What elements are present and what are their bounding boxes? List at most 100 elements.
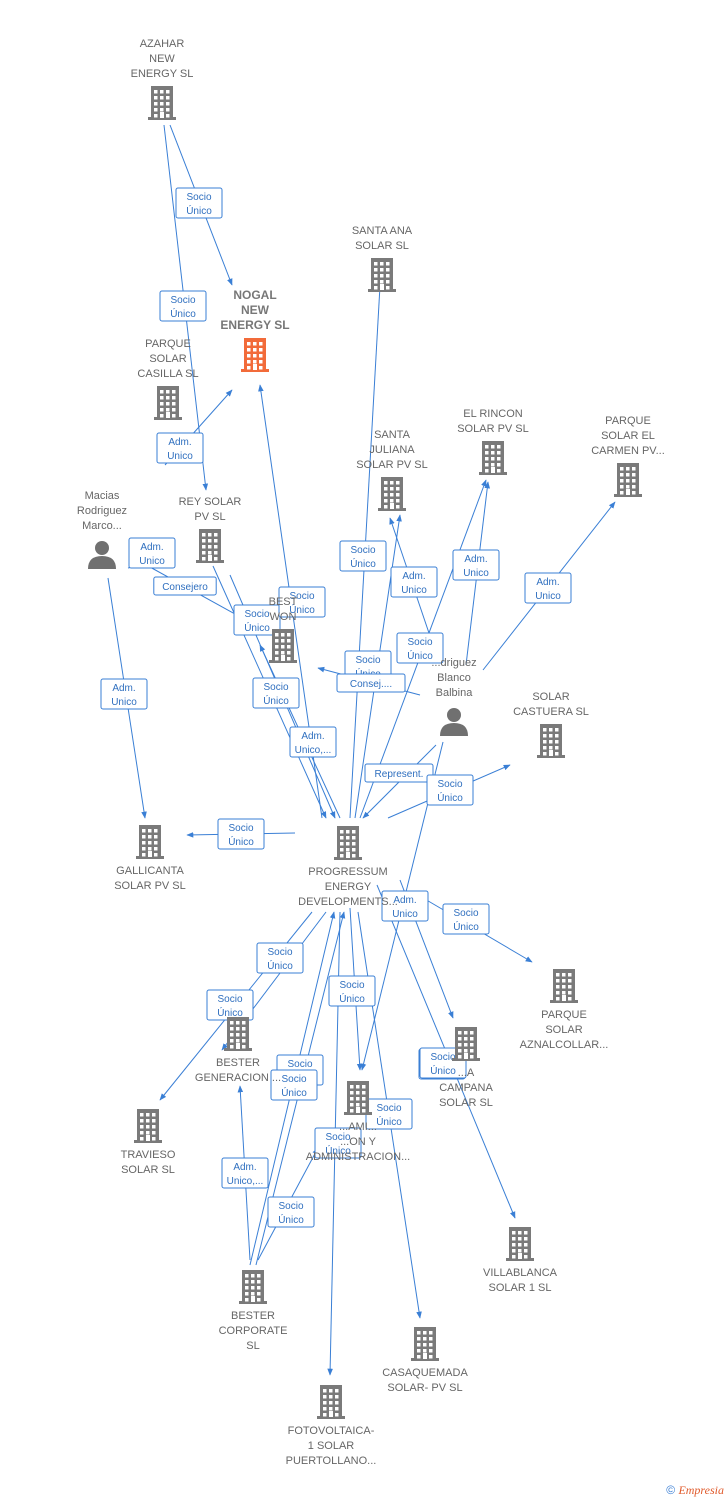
relation-label-text: Socio — [278, 1201, 303, 1212]
node-fotovoltaica[interactable]: FOTOVOLTAICA-1 SOLARPUERTOLLANO... — [286, 1385, 377, 1467]
relation-label[interactable]: Represent. — [364, 763, 434, 783]
node-gestion[interactable]: ...AMI......ON YADMINISTRACION... — [306, 1081, 411, 1163]
building-icon — [239, 1270, 267, 1304]
relation-label-text: Único — [217, 1006, 243, 1019]
relation-label-box — [153, 576, 217, 596]
building-icon — [136, 825, 164, 859]
relation-label[interactable]: Adm.Unico — [128, 537, 176, 569]
relation-label-text: Único — [281, 1086, 307, 1099]
relation-label-text: Adm. — [536, 577, 559, 588]
relation-label-text: Único — [267, 959, 293, 972]
relation-label[interactable]: Consejero — [153, 576, 217, 596]
node-label: DEVELOPMENTS... — [298, 896, 398, 908]
node-label: 1 SOLAR — [308, 1440, 355, 1452]
relation-label[interactable]: Adm.Unico,... — [221, 1157, 269, 1189]
relation-label[interactable]: Adm.Unico — [452, 549, 500, 581]
relation-label-text: Unico — [463, 568, 489, 579]
relation-label-text: Socio — [339, 980, 364, 991]
relation-label-text: Socio — [170, 295, 195, 306]
relation-label-text: Único — [278, 1213, 304, 1226]
relation-label-text: Socio — [376, 1103, 401, 1114]
node-aznalcollar[interactable]: PARQUE SOLAR AZNALCOLLAR... — [520, 969, 609, 1051]
node-label: Marco... — [82, 520, 122, 532]
node-label: AZNALCOLLAR... — [520, 1039, 609, 1051]
relation-label-text: Único — [376, 1115, 402, 1128]
footer-credit[interactable]: © Empresia — [666, 1483, 724, 1498]
relation-label-box — [364, 763, 434, 783]
relation-label[interactable]: Adm.Unico — [524, 572, 572, 604]
relation-label-box — [314, 1127, 362, 1159]
node-label: SOLAR — [545, 1024, 582, 1036]
node-label: BESTER — [231, 1310, 275, 1322]
relation-label[interactable]: Adm.Unico — [390, 566, 438, 598]
person-icon — [440, 708, 468, 736]
relation-label-text: Único — [325, 1144, 351, 1157]
relation-label-text: Socio — [430, 1052, 455, 1063]
relation-label-text: Unico — [139, 556, 165, 567]
node-label: REY SOLAR — [179, 496, 242, 508]
relation-label-box — [289, 726, 337, 758]
relation-label[interactable]: Adm.Unico — [156, 432, 204, 464]
node-label: Rodriguez — [77, 505, 127, 517]
node-macias[interactable]: MaciasRodriguezMarco... — [77, 490, 127, 569]
relation-label-text: Adm. — [393, 895, 416, 906]
node-bester_gen[interactable]: BESTERGENERACION ... — [195, 1017, 281, 1084]
relation-label[interactable]: Adm.Unico,... — [289, 726, 337, 758]
relation-label[interactable]: Adm.Unico — [381, 890, 429, 922]
node-label: ENERGY SL — [220, 318, 289, 332]
relation-label[interactable]: Adm.Unico — [100, 678, 148, 710]
relation-label-box — [390, 566, 438, 598]
relation-label-box — [267, 1196, 315, 1228]
relation-label[interactable]: Consej.... — [336, 673, 406, 693]
relation-label-box — [233, 604, 281, 636]
node-label: AZAHAR — [140, 38, 185, 50]
relation-label-text: Único — [339, 992, 365, 1005]
relation-label-text: Socio — [217, 994, 242, 1005]
building-icon — [479, 441, 507, 475]
node-label: PARQUE — [541, 1009, 587, 1021]
node-label: SOLAR — [532, 691, 569, 703]
node-label: SOLAR PV SL — [114, 880, 186, 892]
relation-label-text: Único — [244, 621, 270, 634]
relation-label-text: Socio — [437, 779, 462, 790]
building-icon — [537, 724, 565, 758]
node-label: TRAVIESO — [121, 1149, 176, 1161]
node-progressum[interactable]: PROGRESSUMENERGYDEVELOPMENTS... — [298, 826, 398, 908]
